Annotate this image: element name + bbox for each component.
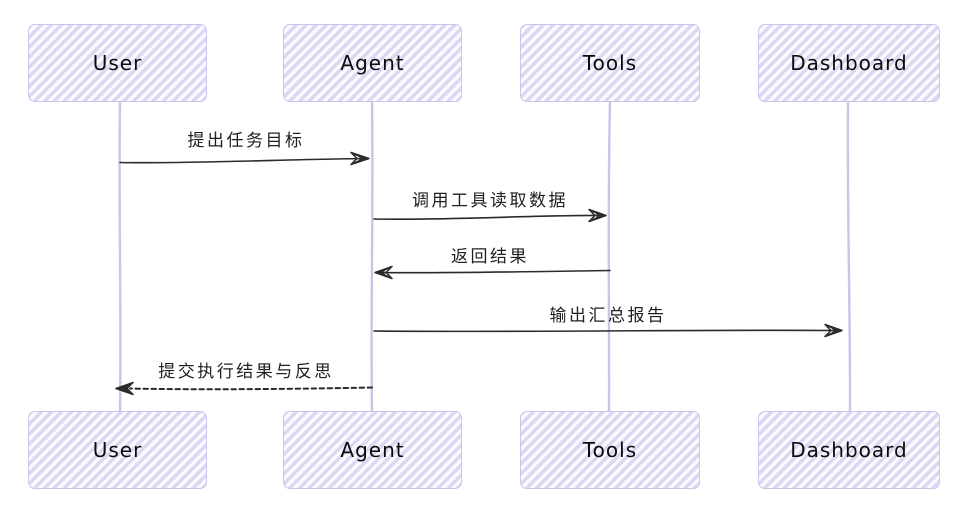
message-line-5 xyxy=(129,386,373,391)
actor-label-agent-top: Agent xyxy=(340,51,405,75)
lifeline-user xyxy=(118,100,122,414)
message-arrow-4 xyxy=(373,323,843,338)
message-arrow-3 xyxy=(374,265,611,280)
actor-label-user-bottom: User xyxy=(92,438,143,462)
message-label-1: 提出任务目标 xyxy=(187,131,305,151)
message-arrow-1 xyxy=(119,151,370,166)
arrowhead-right-4 xyxy=(824,323,843,338)
actor-box-agent-bottom: Agent xyxy=(283,411,462,489)
actor-box-user-top: User xyxy=(28,24,207,102)
arrowhead-right-1 xyxy=(350,151,370,166)
message-line-3 xyxy=(379,269,611,274)
message-arrow-5 xyxy=(115,381,373,396)
actor-box-tools-top: Tools xyxy=(520,24,700,102)
message-line-4 xyxy=(373,329,838,333)
arrowhead-left-5 xyxy=(115,381,134,396)
message-label-5: 提交执行结果与反思 xyxy=(158,362,334,382)
actor-label-agent-bottom: Agent xyxy=(340,438,405,462)
message-line-1 xyxy=(119,157,367,164)
lifeline-tools xyxy=(607,100,612,414)
message-label-4: 输出汇总报告 xyxy=(549,306,667,326)
actor-box-dashboard-bottom: Dashboard xyxy=(758,411,940,489)
message-label-3: 返回结果 xyxy=(451,247,529,267)
actor-label-tools-top: Tools xyxy=(582,51,638,75)
actor-label-dashboard-bottom: Dashboard xyxy=(790,438,908,462)
actor-box-agent-top: Agent xyxy=(283,24,462,102)
actor-box-user-bottom: User xyxy=(28,411,207,489)
message-line-2 xyxy=(373,214,602,221)
message-arrow-2 xyxy=(373,208,607,223)
actor-box-dashboard-top: Dashboard xyxy=(758,24,940,102)
message-label-2: 调用工具读取数据 xyxy=(412,191,568,211)
actor-label-dashboard-top: Dashboard xyxy=(790,51,908,75)
actor-box-tools-bottom: Tools xyxy=(520,411,700,489)
lifeline-dashboard xyxy=(846,100,852,414)
actor-label-user-top: User xyxy=(92,51,143,75)
actor-label-tools-bottom: Tools xyxy=(582,438,638,462)
arrowhead-right-2 xyxy=(588,208,607,223)
lifeline-agent xyxy=(370,100,374,414)
arrowhead-left-3 xyxy=(374,265,393,280)
